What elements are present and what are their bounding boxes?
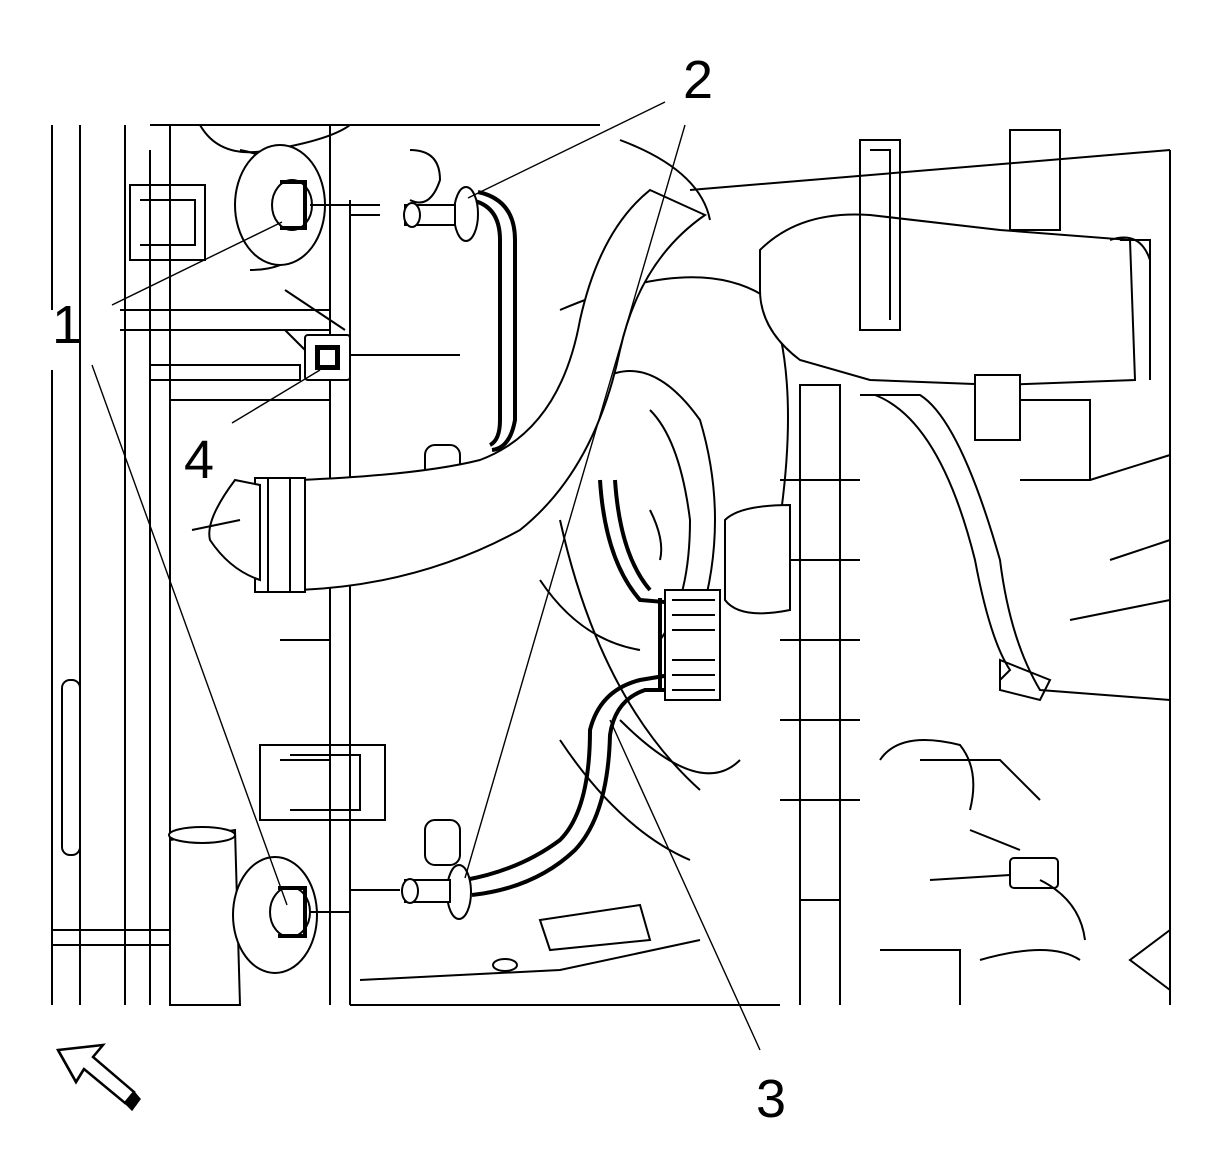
callout-1: 1 bbox=[52, 295, 82, 355]
radiator-fitting-upper bbox=[234, 144, 380, 266]
upper-cooler-line bbox=[403, 186, 517, 452]
engine-side-linework bbox=[724, 129, 1171, 1005]
callout-3: 3 bbox=[756, 1069, 786, 1129]
cooler-line-bundle bbox=[598, 479, 721, 701]
radiator-frame-linework bbox=[51, 124, 780, 1006]
callout-4: 4 bbox=[184, 430, 214, 490]
electrical-connector bbox=[284, 289, 460, 381]
callout-2: 2 bbox=[683, 50, 713, 110]
radiator-hose bbox=[191, 188, 708, 593]
lower-cooler-line bbox=[401, 668, 701, 920]
radiator-fitting-lower bbox=[232, 856, 400, 974]
callout-leaders bbox=[91, 101, 761, 1051]
callout-labels: 1 2 3 4 bbox=[52, 50, 786, 1129]
direction-arrow-icon bbox=[55, 1043, 141, 1112]
